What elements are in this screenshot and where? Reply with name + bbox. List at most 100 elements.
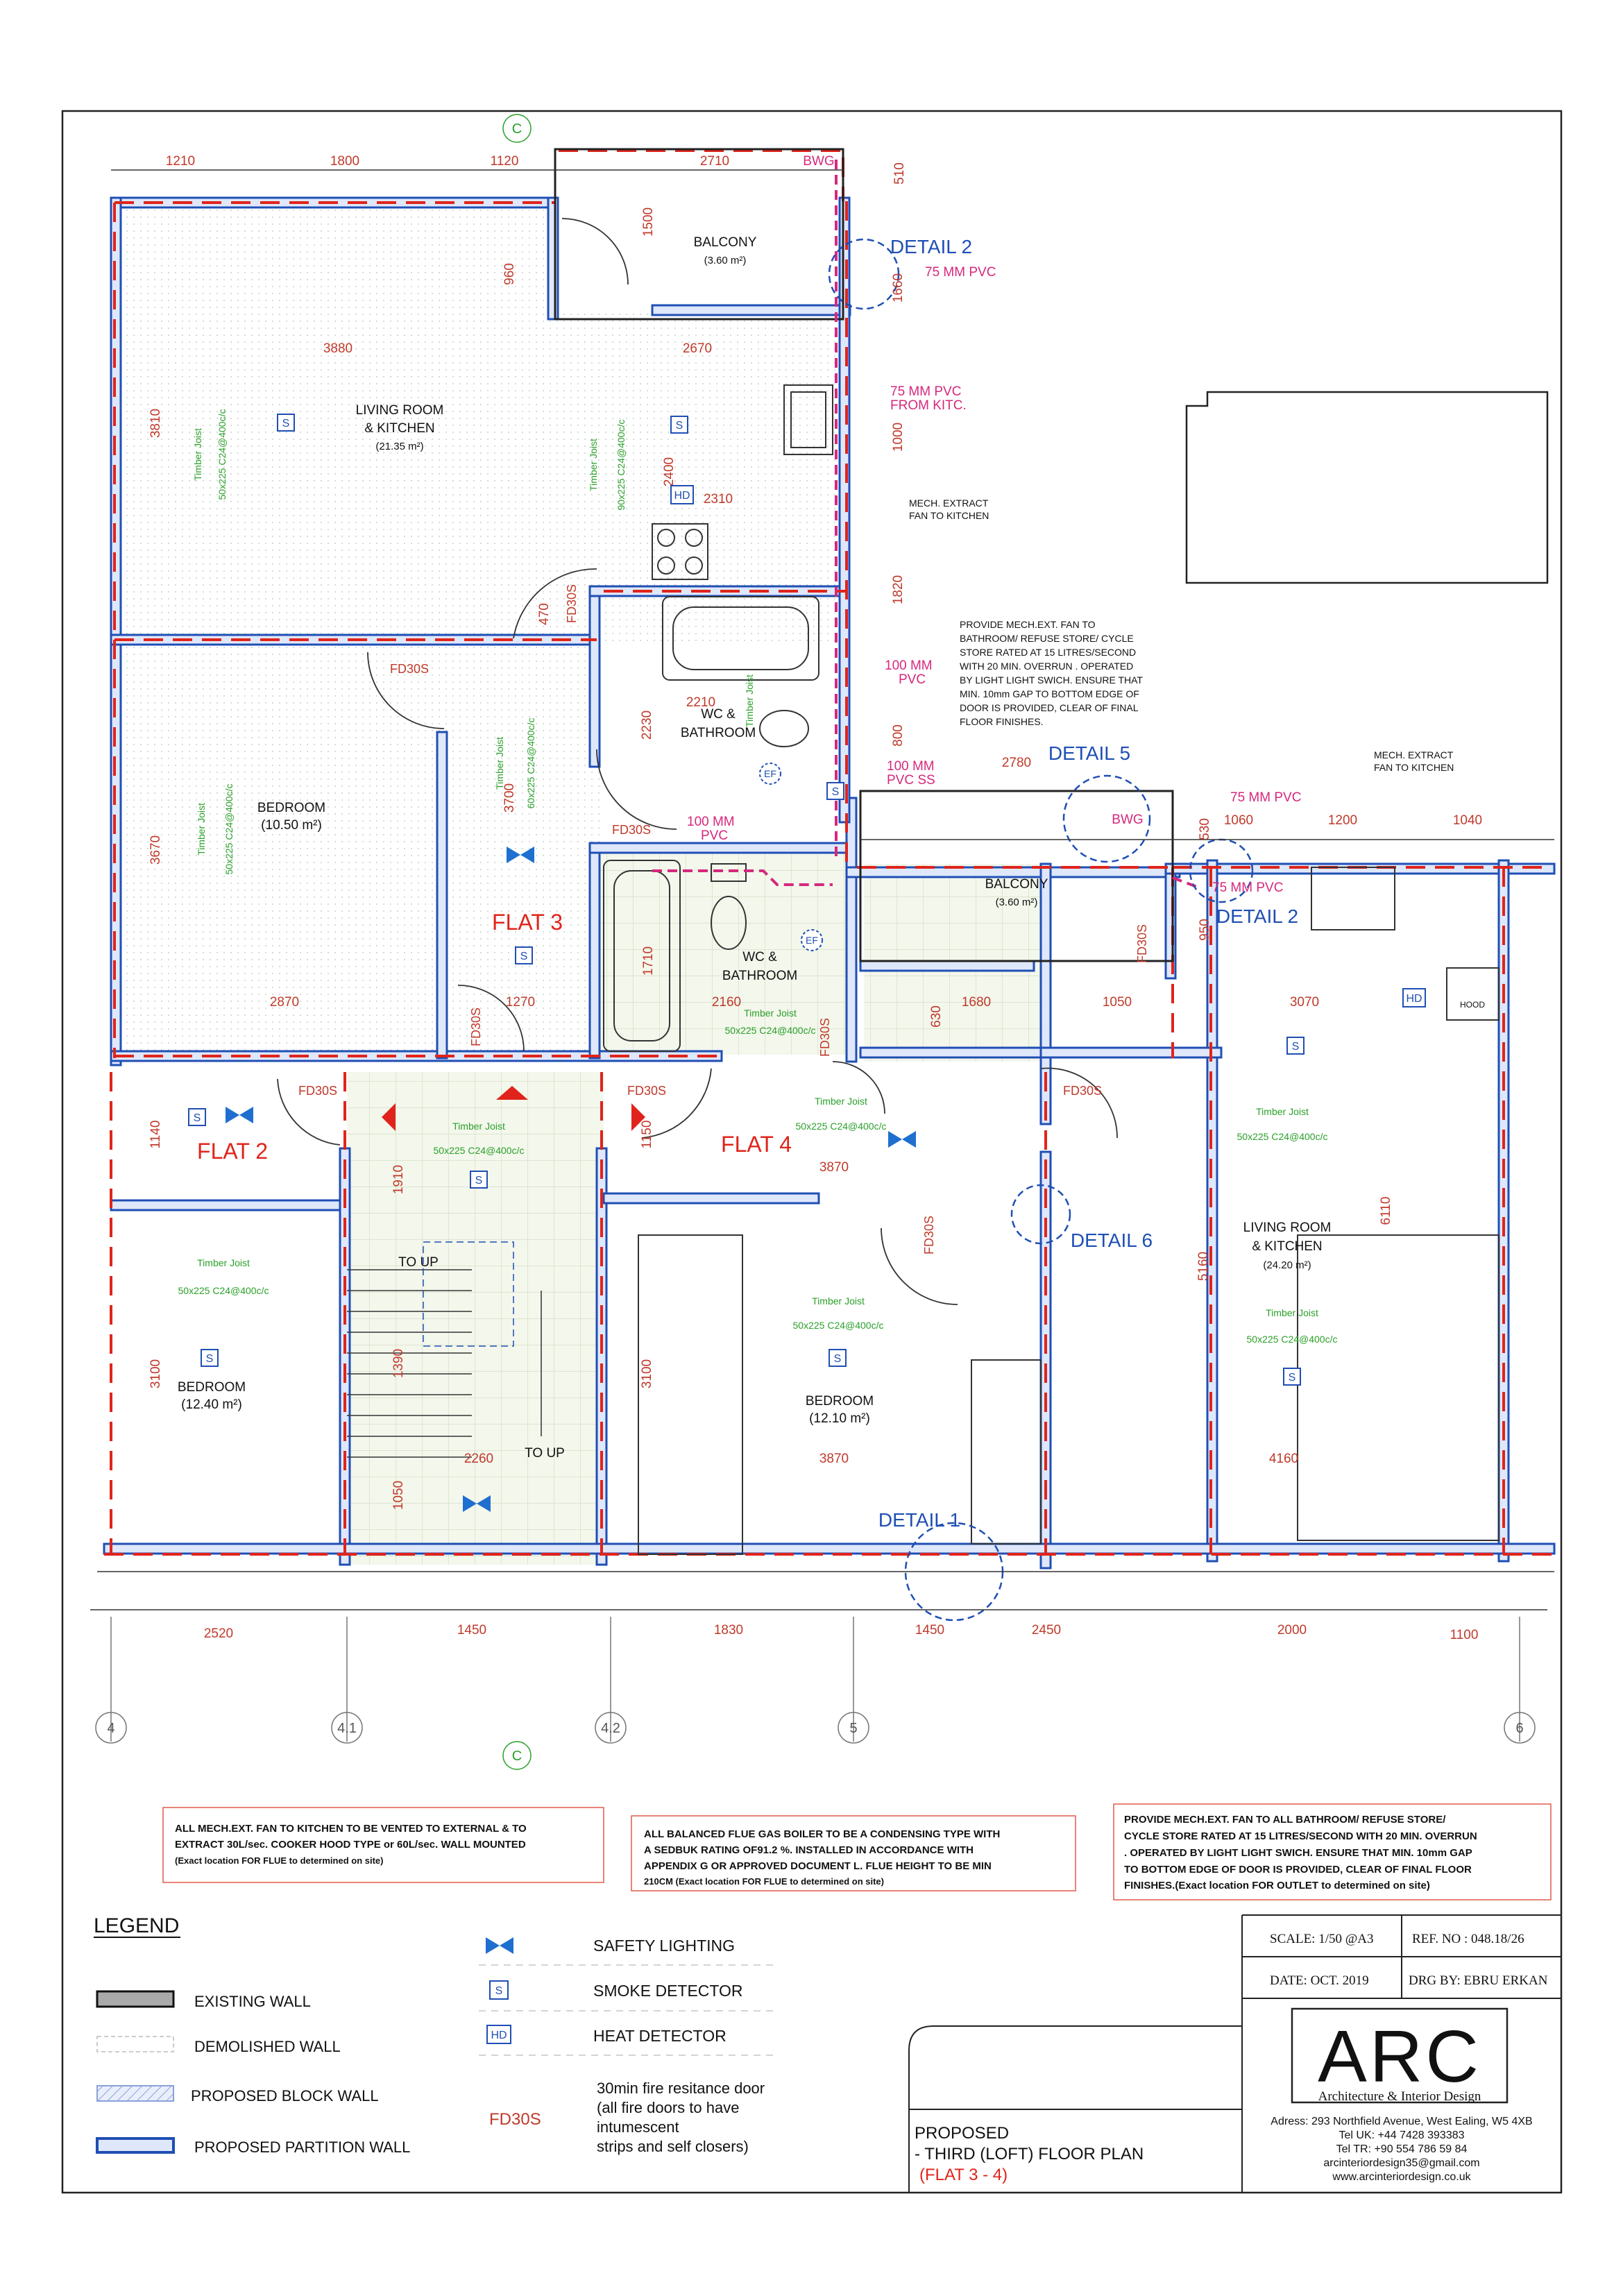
company-tagline: Architecture & Interior Design [1318, 2089, 1481, 2104]
company-logo: ARC [1318, 2016, 1481, 2098]
dimension-label: 1060 [1224, 813, 1253, 828]
legend-swatches [96, 1990, 175, 2154]
mech-extract-note: FAN TO KITCHEN [1374, 762, 1454, 773]
dimension-label: 4160 [1269, 1452, 1298, 1466]
pipe-label: 75 MM PVC [925, 265, 996, 280]
section-marker: C [512, 1749, 522, 1764]
svg-text:TO BOTTOM EDGE OF DOOR IS PROV: TO BOTTOM EDGE OF DOOR IS PROVIDED, CLEA… [1124, 1864, 1472, 1876]
dimension-label: 1680 [962, 995, 991, 1010]
svg-text:FINISHES.(Exact location FOR O: FINISHES.(Exact location FOR OUTLET to d… [1124, 1880, 1430, 1891]
pipe-label: PVC SS [887, 773, 935, 788]
dimension-label: 1040 [1453, 813, 1482, 828]
dimension-label: 1450 [457, 1623, 486, 1638]
legend-wall-label: DEMOLISHED WALL [194, 2038, 341, 2055]
dimension-label: 510 [892, 162, 907, 185]
smoke-detector-icon: S [676, 420, 683, 432]
dimension-label: 2670 [683, 341, 712, 356]
room-name: LIVING ROOM [1243, 1221, 1332, 1235]
doors [277, 218, 1118, 1305]
smoke-detector-icon: S [194, 1112, 201, 1124]
dimension-label: 3870 [819, 1452, 849, 1466]
drawn-by-text: DRG BY: EBRU ERKAN [1409, 1973, 1548, 1988]
room-area: (12.10 m²) [809, 1411, 870, 1426]
room-area: (12.40 m²) [181, 1397, 242, 1412]
smoke-detector-icon: S [832, 786, 840, 798]
room-area: (10.50 m²) [261, 818, 322, 833]
svg-text:(Exact location FOR FLUE to de: (Exact location FOR FLUE to determined o… [175, 1855, 383, 1866]
joist-label: 50x225 C24@400c/c [793, 1320, 884, 1331]
joist-label: Timber Joist [744, 1007, 797, 1019]
room-name: BATHROOM [681, 726, 756, 740]
room-name: WC & [701, 707, 736, 722]
stair [347, 1241, 542, 1458]
joist-label: 50x225 C24@400c/c [178, 1285, 269, 1296]
dimension-label: 3870 [819, 1160, 849, 1175]
extract-fan-label: EF [806, 935, 818, 946]
dimension-label: 1210 [166, 154, 195, 169]
joist-label: 50x225 C24@400c/c [223, 784, 235, 875]
dimension-label: 2230 [640, 711, 654, 740]
pipe-label: 75 MM PVC [1230, 790, 1301, 805]
legend-wall-label: EXISTING WALL [194, 1993, 311, 2010]
dimension-label: 1800 [330, 154, 359, 169]
dimension-label: 1500 [641, 207, 656, 237]
svg-text:BY LIGHT LIGHT SWICH. ENSURE T: BY LIGHT LIGHT SWICH. ENSURE THAT [960, 674, 1143, 686]
fire-door-label: FD30S [922, 1216, 936, 1255]
detector-symbols [188, 414, 1426, 1386]
svg-text:CYCLE STORE RATED AT 15 LITRE: CYCLE STORE RATED AT 15 LITRES/SECOND WI… [1124, 1830, 1477, 1842]
title-block [908, 1914, 1562, 2193]
pipes [652, 160, 1201, 890]
room-name: BALCONY [694, 235, 757, 250]
heat-detector-icon: HD [491, 2030, 507, 2041]
room-name: LIVING ROOM [356, 403, 444, 418]
dimension-label: 2260 [464, 1452, 493, 1466]
dimension-label: 800 [891, 724, 906, 747]
extract-fan-label: EF [764, 768, 776, 779]
legend-symbol-label: HEAT DETECTOR [593, 2027, 726, 2045]
legend-symbols [479, 1937, 777, 2056]
room-name: BEDROOM [806, 1394, 874, 1409]
dimension-label: 2710 [700, 154, 729, 169]
heat-detector-icon: HD [1406, 993, 1422, 1005]
dimension-label: 2520 [204, 1626, 233, 1641]
svg-text:30min fire resitance door: 30min fire resitance door [597, 2080, 765, 2097]
dimension-label: 1000 [891, 423, 906, 452]
room-name: WC & [742, 950, 777, 964]
sheet-border [61, 110, 1563, 2194]
dimension-label: 2160 [712, 995, 741, 1010]
joist-label: 50x225 C24@400c/c [796, 1121, 887, 1132]
adjacent-building [1185, 391, 1549, 584]
ref-number-text: REF. NO : 048.18/26 [1412, 1932, 1524, 1946]
fire-door-label: FD30S [1063, 1084, 1102, 1098]
svg-text:EXTRACT 30L/sec. COOKER HOOD T: EXTRACT 30L/sec. COOKER HOOD TYPE or 60L… [175, 1839, 526, 1851]
dimension-label: 1390 [391, 1349, 406, 1378]
company-phone-uk: Tel UK: +44 7428 393383 [1339, 2129, 1464, 2141]
svg-text:PROVIDE MECH.EXT. FAN TO: PROVIDE MECH.EXT. FAN TO [960, 619, 1096, 630]
dimension-label: 1270 [506, 995, 535, 1010]
pipe-label: 75 MM PVC [1212, 881, 1283, 895]
dimension-label: 1100 [1450, 1628, 1479, 1642]
dimension-lines [90, 169, 1554, 1610]
grid-lines [95, 114, 1536, 1770]
detail-label: DETAIL 2 [890, 236, 972, 257]
dimension-label: 1120 [491, 154, 519, 169]
dimension-label: 950 [1198, 919, 1212, 941]
grid-label: 6 [1515, 1721, 1523, 1736]
grid-label: 4 [107, 1721, 114, 1736]
dimension-label: 2310 [704, 492, 733, 507]
legend-wall-label: PROPOSED BLOCK WALL [191, 2087, 379, 2104]
svg-text:DOOR IS PROVIDED, CLEAR OF FIN: DOOR IS PROVIDED, CLEAR OF FINAL [960, 702, 1139, 713]
section-marker: C [512, 121, 522, 137]
drawing-status: PROPOSED [915, 2124, 1009, 2143]
legend-fire-door-code: FD30S [489, 2110, 541, 2129]
company-phone-tr: Tel TR: +90 554 786 59 84 [1336, 2143, 1468, 2155]
room-name: & KITCHEN [364, 421, 434, 436]
dimension-label: 5160 [1196, 1252, 1211, 1281]
note-boxes [162, 1803, 1552, 1900]
svg-text:ALL BALANCED FLUE GAS BOILER T: ALL BALANCED FLUE GAS BOILER TO BE A CON… [644, 1828, 1000, 1840]
stair-direction-label: TO UP [525, 1446, 565, 1461]
smoke-detector-icon: S [1292, 1041, 1300, 1053]
svg-text:strips and self closers): strips and self closers) [597, 2138, 749, 2155]
dimension-label: 1710 [641, 946, 656, 976]
dimension-label: 3880 [323, 341, 352, 356]
